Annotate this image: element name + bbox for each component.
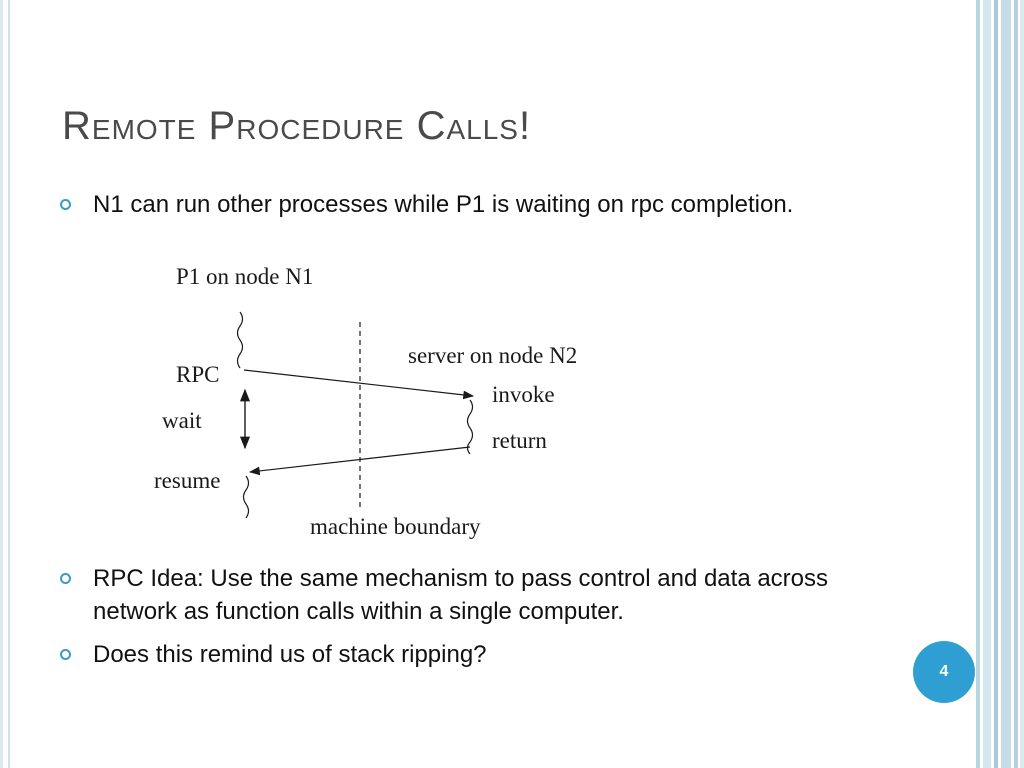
- bullet-text: N1 can run other processes while P1 is w…: [93, 191, 794, 218]
- rpc-call-arrow: [243, 369, 475, 400]
- wait-label: wait: [162, 408, 202, 433]
- bullet-circle-icon: [60, 199, 71, 210]
- p1-node-label: P1 on node N1: [176, 264, 313, 289]
- resume-execution-squiggle: [242, 475, 250, 519]
- right-decorative-stripe: [983, 0, 991, 768]
- return-arrow: [248, 446, 471, 476]
- right-decorative-stripe: [1020, 0, 1024, 768]
- right-decorative-stripe: [1014, 0, 1018, 768]
- bullet-item: Does this remind us of stack ripping?: [60, 638, 880, 671]
- return-label: return: [492, 428, 547, 453]
- left-border-line: [8, 0, 10, 768]
- rpc-diagram: P1 on node N1 server on node N2 RPC wait…: [148, 250, 628, 550]
- rpc-diagram-svg: P1 on node N1 server on node N2 RPC wait…: [154, 264, 577, 539]
- bullet-circle-icon: [60, 649, 71, 660]
- right-decorative-stripe: [1001, 0, 1011, 768]
- machine-boundary-label: machine boundary: [310, 514, 481, 539]
- server-node-label: server on node N2: [408, 343, 577, 368]
- server-execution-squiggle: [466, 399, 474, 455]
- right-decorative-stripe: [976, 0, 980, 768]
- bullet-circle-icon: [60, 573, 71, 584]
- bullet-text: RPC Idea: Use the same mechanism to pass…: [93, 565, 829, 625]
- page-number-badge: 4: [913, 641, 975, 703]
- bullet-text: Does this remind us of stack ripping?: [93, 641, 487, 668]
- left-border-line: [0, 0, 3, 768]
- resume-label: resume: [154, 468, 220, 493]
- p1-execution-squiggle: [236, 311, 244, 369]
- invoke-label: invoke: [492, 382, 555, 407]
- slide-title: Remote Procedure Calls!: [62, 104, 532, 148]
- rpc-label: RPC: [176, 362, 219, 387]
- right-decorative-stripe: [994, 0, 998, 768]
- bullet-item: N1 can run other processes while P1 is w…: [60, 188, 880, 221]
- bullet-item: RPC Idea: Use the same mechanism to pass…: [60, 562, 880, 628]
